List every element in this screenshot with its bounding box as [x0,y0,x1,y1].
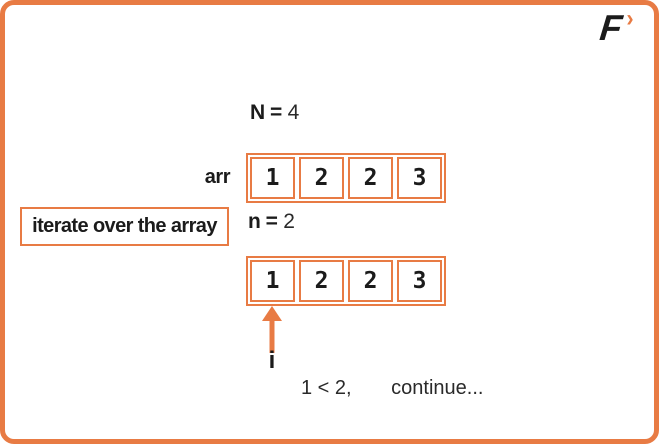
variable-N: N = 4 [250,101,299,125]
brand-chevron-icon: › [626,5,634,32]
array-cell: 3 [397,260,442,302]
arr-label: arr [204,166,231,188]
brand-f-letter: F [597,7,624,48]
variable-n-value: 2 [283,210,295,233]
index-pointer-arrow-icon [262,306,282,353]
variable-n-label: n = [248,210,278,233]
array-cell: 2 [348,157,393,199]
array-cell: 2 [299,157,344,199]
array-top: 1 2 2 3 [246,153,446,203]
variable-N-label: N = [250,101,282,124]
caption-action: continue... [391,377,484,399]
caption: 1 < 2, continue... [301,377,483,400]
array-cell: 1 [250,157,295,199]
brand-logo: F › [597,5,646,50]
array-cell: 2 [299,260,344,302]
array-bottom: 1 2 2 3 [246,256,446,306]
iterate-annotation-box: iterate over the array [20,207,229,246]
array-cell: 1 [250,260,295,302]
index-variable-label: i [268,347,276,374]
variable-N-value: 4 [287,101,300,124]
variable-n: n = 2 [248,210,295,234]
array-cell: 3 [397,157,442,199]
caption-condition: 1 < 2, [301,377,352,399]
array-cell: 2 [348,260,393,302]
